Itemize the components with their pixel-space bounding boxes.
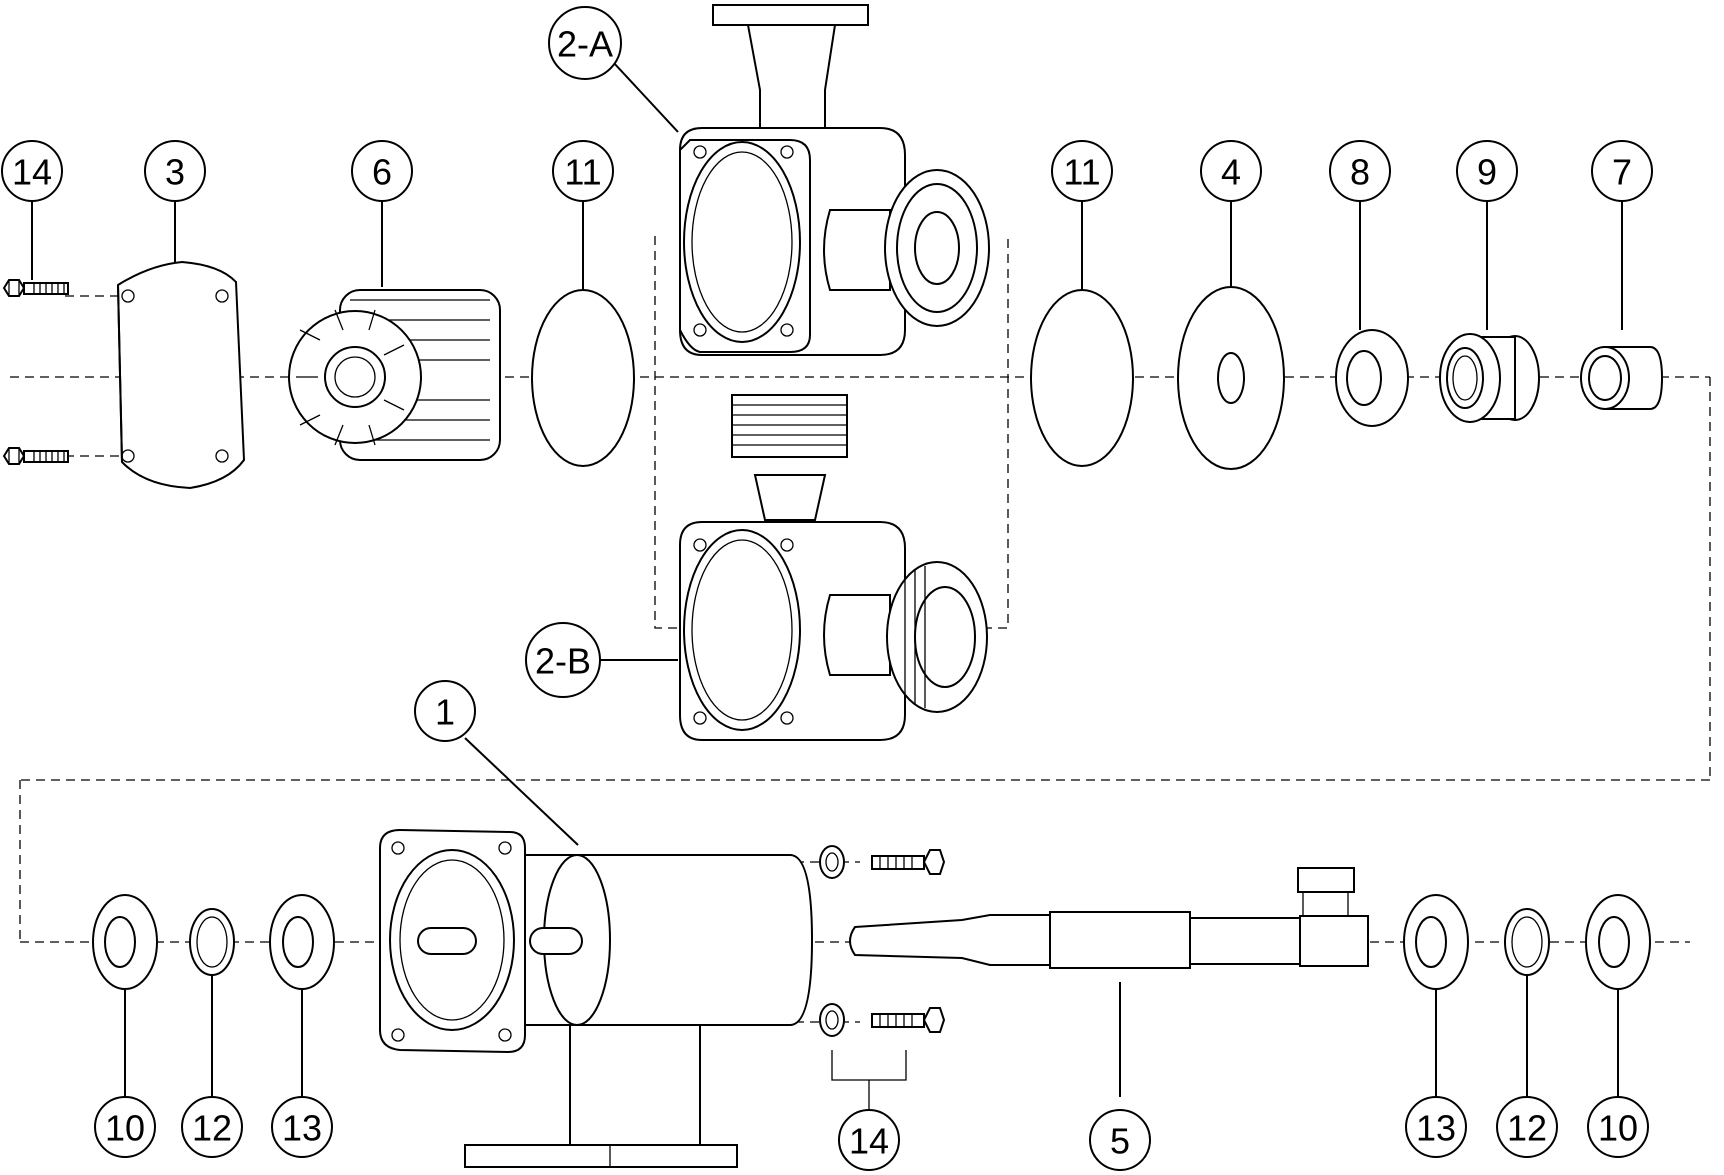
svg-text:2-B: 2-B [535,641,591,682]
svg-text:10: 10 [105,1108,145,1149]
callout-11-right: 11 [1051,140,1113,202]
housing-2b [679,394,988,741]
spacer-ring-right [1403,894,1469,990]
svg-text:4: 4 [1221,152,1241,193]
callout-6: 6 [351,140,413,202]
svg-text:13: 13 [1416,1108,1456,1149]
callout-11-left: 11 [552,140,614,202]
callout-8: 8 [1329,140,1391,202]
bushing [1580,346,1664,410]
svg-text:13: 13 [282,1108,322,1149]
retaining-ring-left [189,908,235,976]
callout-9: 9 [1456,140,1518,202]
svg-text:11: 11 [1063,152,1100,193]
spacer-ring-left [269,894,335,990]
svg-text:12: 12 [192,1108,232,1149]
mechanical-seal [1439,333,1540,423]
leader-lines [31,61,1623,1097]
o-ring-left [531,289,635,467]
svg-text:14: 14 [12,152,52,193]
callout-13-right: 13 [1405,1096,1467,1158]
callout-12-right: 12 [1496,1096,1558,1158]
wear-plate [1177,286,1285,470]
seal [1335,329,1409,427]
cover-bolt-upper [2,279,69,297]
callout-10-right: 10 [1587,1096,1649,1158]
callout-12-left: 12 [181,1096,243,1158]
body-bolt-upper [819,845,946,879]
cover-bolt-lower [2,447,69,465]
callout-1: 1 [414,680,476,742]
svg-text:6: 6 [372,152,392,193]
callout-13-left: 13 [271,1096,333,1158]
seal-ring-right [1585,894,1651,990]
svg-text:14: 14 [849,1121,889,1162]
impeller [288,289,501,461]
svg-text:8: 8 [1350,152,1370,193]
callout-2b: 2-B [525,622,601,698]
pump-body [379,828,814,1168]
cover-plate [116,260,246,490]
bolt-bracket [831,1050,907,1081]
callout-7: 7 [1591,140,1653,202]
shaft [849,867,1369,969]
svg-text:2-A: 2-A [557,24,613,65]
seal-ring-left [92,894,158,990]
o-ring-right [1030,289,1134,467]
retaining-ring-right [1504,908,1550,976]
callout-3: 3 [144,140,206,202]
svg-text:1: 1 [435,692,455,733]
callout-5: 5 [1089,1109,1151,1171]
svg-text:3: 3 [165,152,185,193]
svg-text:7: 7 [1612,152,1632,193]
svg-text:5: 5 [1110,1121,1130,1162]
body-bolt-lower [819,1003,946,1037]
svg-text:11: 11 [564,152,601,193]
callout-10-left: 10 [94,1096,156,1158]
callout-14-top: 14 [1,140,63,202]
housing-2a [679,4,990,356]
callout-14-bottom: 14 [838,1109,900,1171]
callout-4: 4 [1200,140,1262,202]
callout-2a: 2-A [548,6,622,80]
svg-text:9: 9 [1477,152,1497,193]
svg-text:10: 10 [1598,1108,1638,1149]
svg-text:12: 12 [1507,1108,1547,1149]
